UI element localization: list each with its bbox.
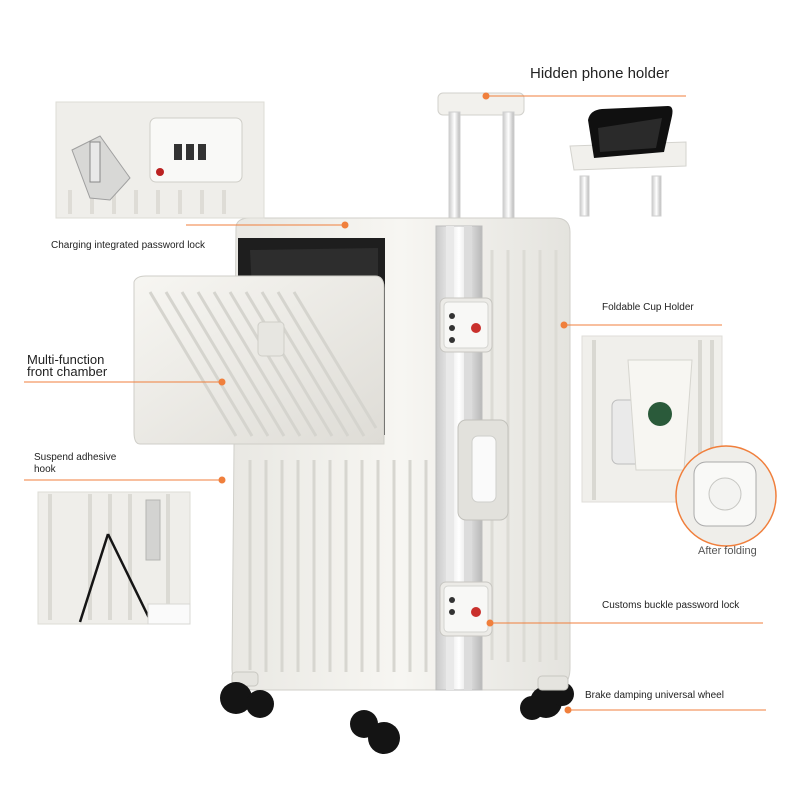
wheel-label: Brake damping universal wheel bbox=[585, 690, 724, 701]
spinner-wheels bbox=[220, 671, 574, 754]
inset-after-folding bbox=[675, 445, 777, 547]
inset-hook bbox=[37, 491, 191, 625]
phone-holder-label: Hidden phone holder bbox=[530, 65, 670, 82]
hook-label-line1: Suspend adhesive bbox=[34, 452, 117, 463]
cup-holder-label: Foldable Cup Holder bbox=[602, 302, 694, 313]
body-ribs bbox=[248, 460, 428, 672]
bottom-tsa-lock bbox=[439, 581, 493, 637]
telescopic-handle bbox=[437, 92, 525, 233]
customs-lock-label: Customs buckle password lock bbox=[602, 600, 740, 611]
front-chamber-label-line2: front chamber bbox=[27, 364, 108, 379]
callout-dot-icon bbox=[218, 92, 572, 714]
side-handle bbox=[457, 419, 509, 521]
top-tsa-lock bbox=[439, 297, 493, 353]
inset-phone-holder bbox=[569, 106, 687, 217]
callout-lines bbox=[24, 95, 766, 711]
front-chamber-label-line1: Multi-function bbox=[27, 352, 105, 367]
inset-password-lock bbox=[55, 101, 265, 219]
after-folding-label: After folding bbox=[698, 545, 757, 557]
hook-label-line2: hook bbox=[34, 464, 56, 475]
front-lid bbox=[133, 275, 385, 445]
password-lock-label: Charging integrated password lock bbox=[51, 240, 205, 251]
